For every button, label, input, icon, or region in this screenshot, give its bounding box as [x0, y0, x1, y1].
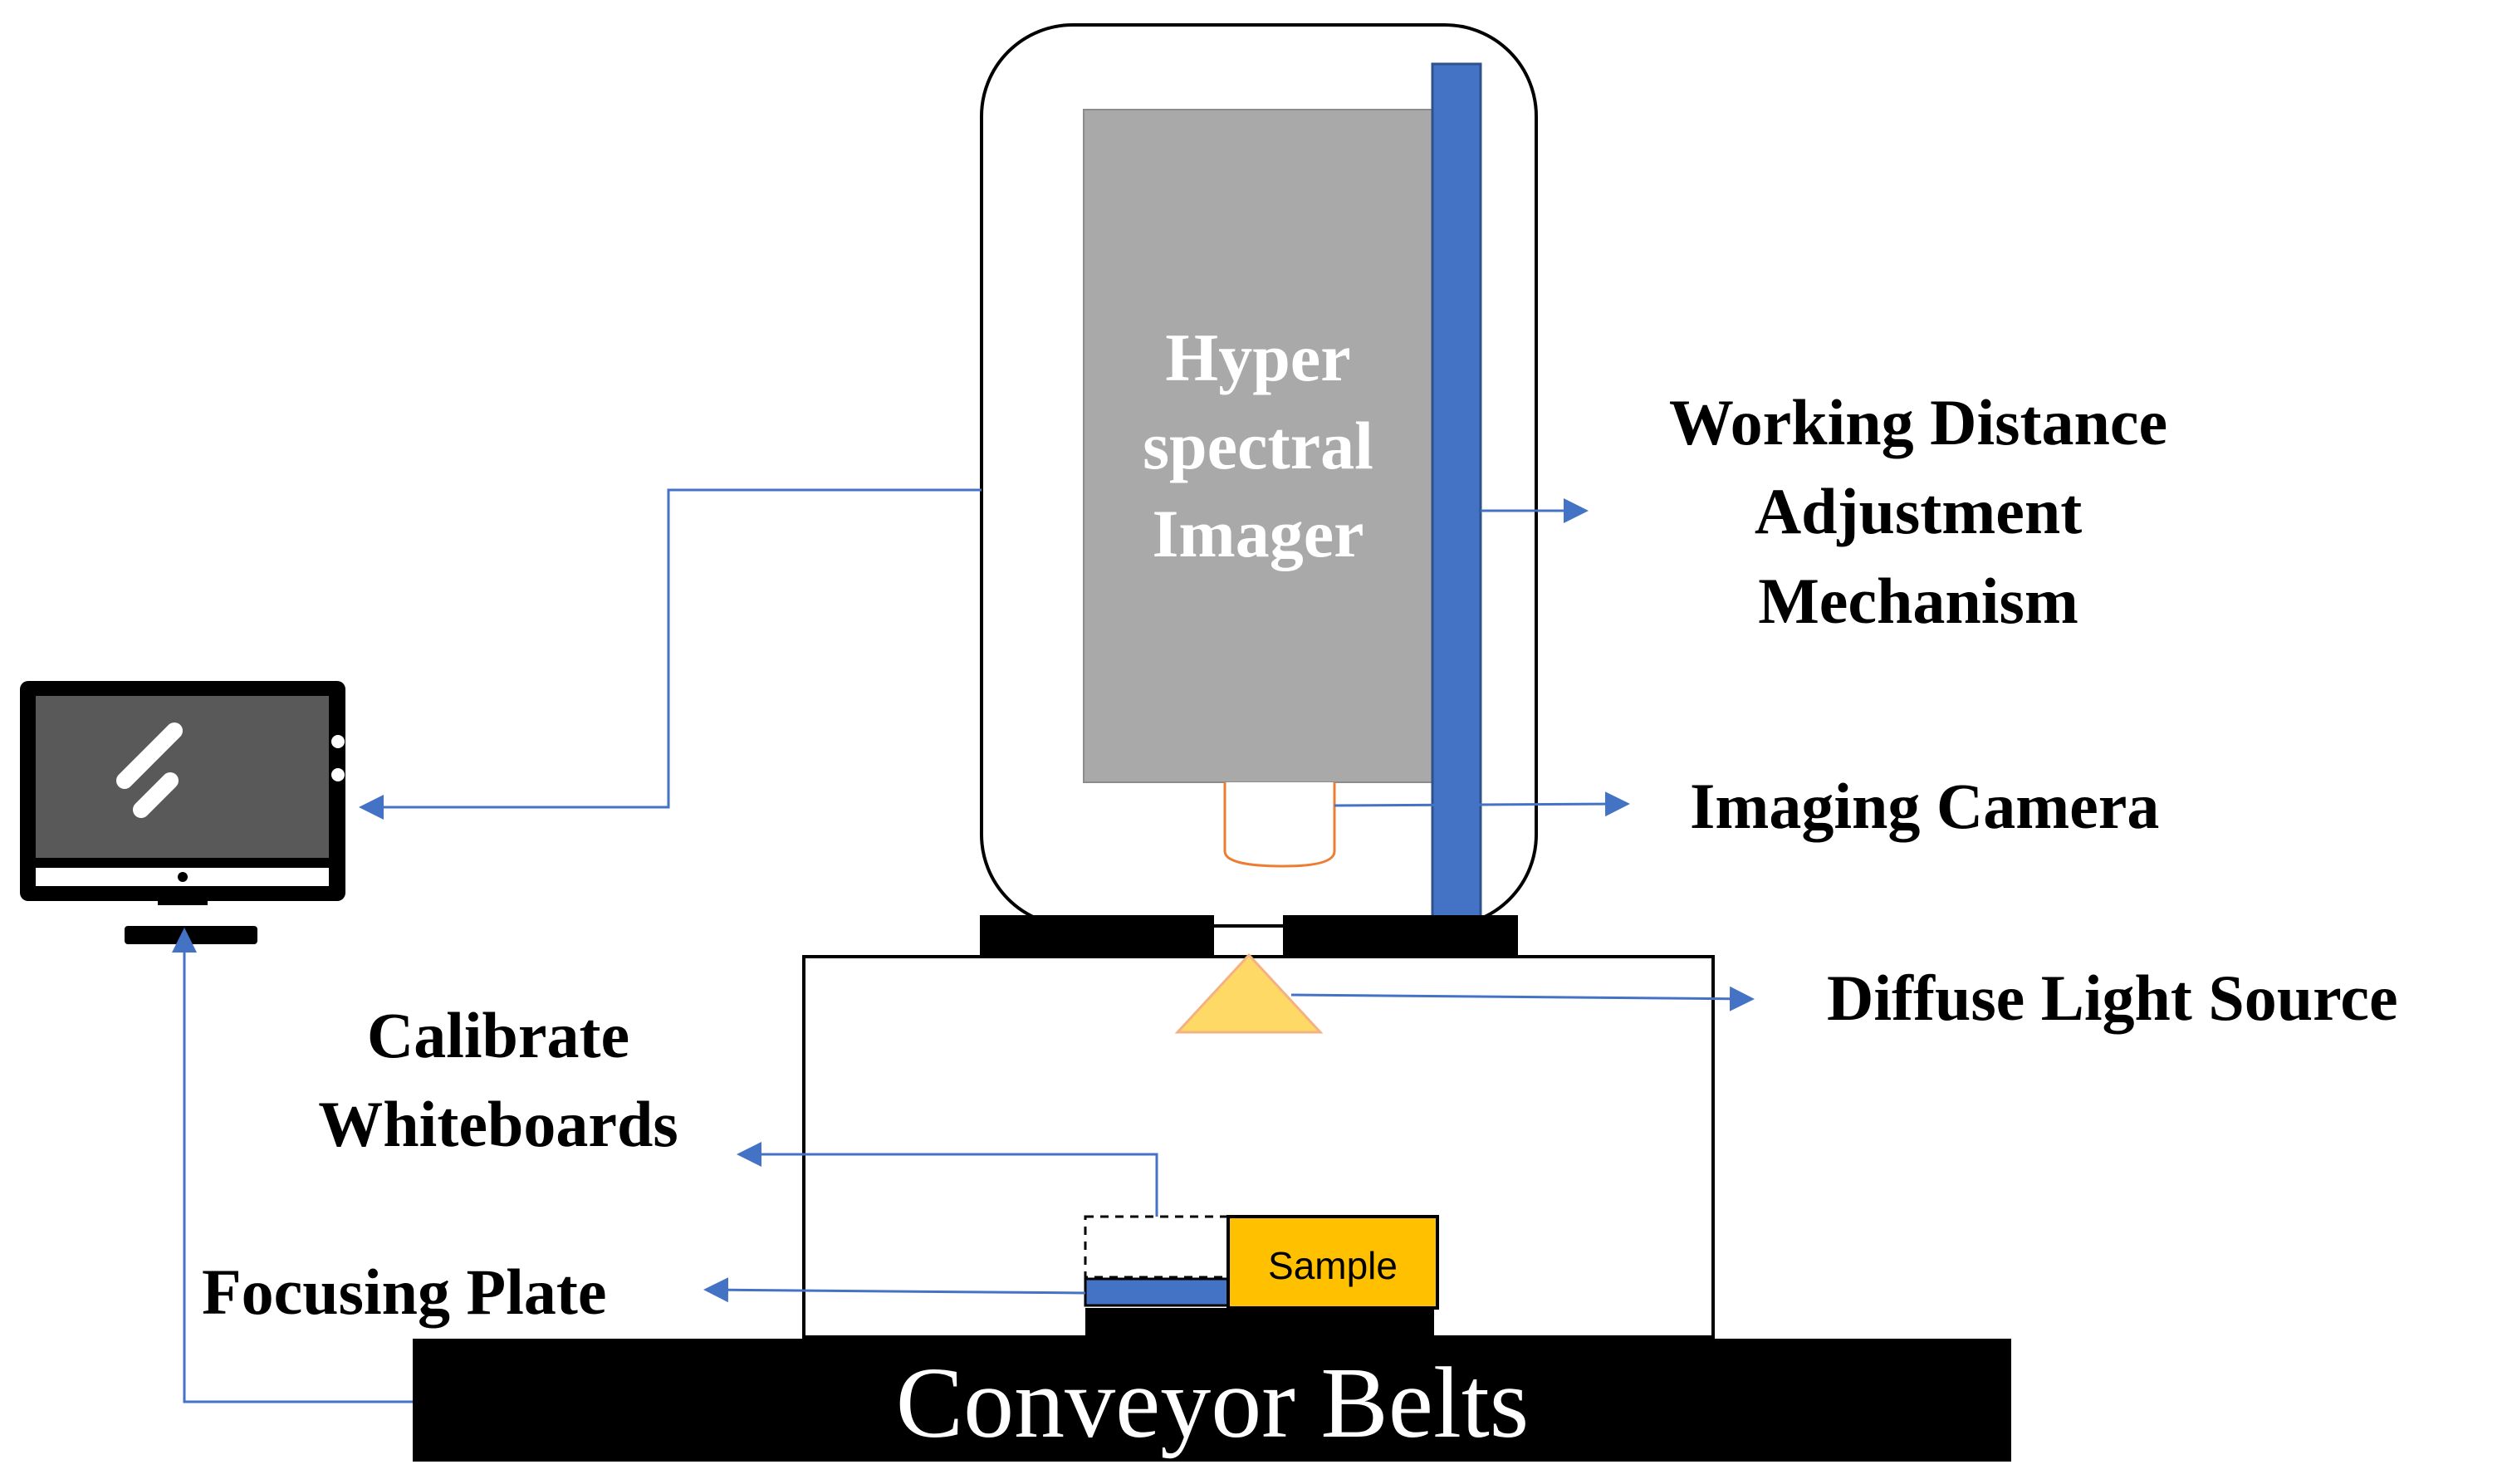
focusing-plate — [1084, 1277, 1230, 1307]
sample-box — [1226, 1215, 1439, 1310]
mount-foot-left — [980, 915, 1214, 955]
connector-conveyor-to-computer — [172, 928, 413, 1403]
imager-label-line1: Hyper — [1165, 320, 1350, 395]
label-calibrate-2: Whiteboards — [318, 1088, 678, 1160]
working-distance-mechanism — [1431, 62, 1482, 925]
hyperspectral-imager-body — [1083, 109, 1433, 783]
stage-base — [1085, 1308, 1434, 1337]
connector-focusing-plate — [703, 1277, 1086, 1303]
label-focusing-plate: Focusing Plate — [202, 1256, 606, 1328]
connector-imager-to-computer — [359, 488, 982, 820]
camera-lens — [1223, 782, 1336, 868]
label-calibrate-1: Calibrate — [367, 999, 629, 1071]
imager-label-line3: Imager — [1152, 496, 1364, 571]
connector-whiteboard — [737, 1142, 1158, 1217]
calibrate-whiteboard — [1084, 1215, 1230, 1279]
diffuse-light-triangle — [1174, 953, 1324, 1034]
mount-foot-right — [1283, 915, 1518, 955]
sample-label: Sample — [1268, 1244, 1398, 1287]
connector-camera — [1334, 791, 1630, 817]
label-imaging-camera: Imaging Camera — [1690, 770, 2159, 842]
desktop-monitor-icon — [20, 681, 345, 944]
label-working-distance-1: Working Distance — [1669, 386, 2167, 458]
conveyor-belt — [413, 1339, 2011, 1462]
label-working-distance-2: Adjustment — [1755, 475, 2082, 547]
imager-label-line2: spectral — [1143, 408, 1373, 483]
conveyor-label: Conveyor Belts — [896, 1347, 1529, 1459]
label-diffuse-light: Diffuse Light Source — [1827, 962, 2398, 1034]
label-working-distance-3: Mechanism — [1758, 565, 2078, 637]
connector-light-source — [1290, 986, 1755, 1011]
